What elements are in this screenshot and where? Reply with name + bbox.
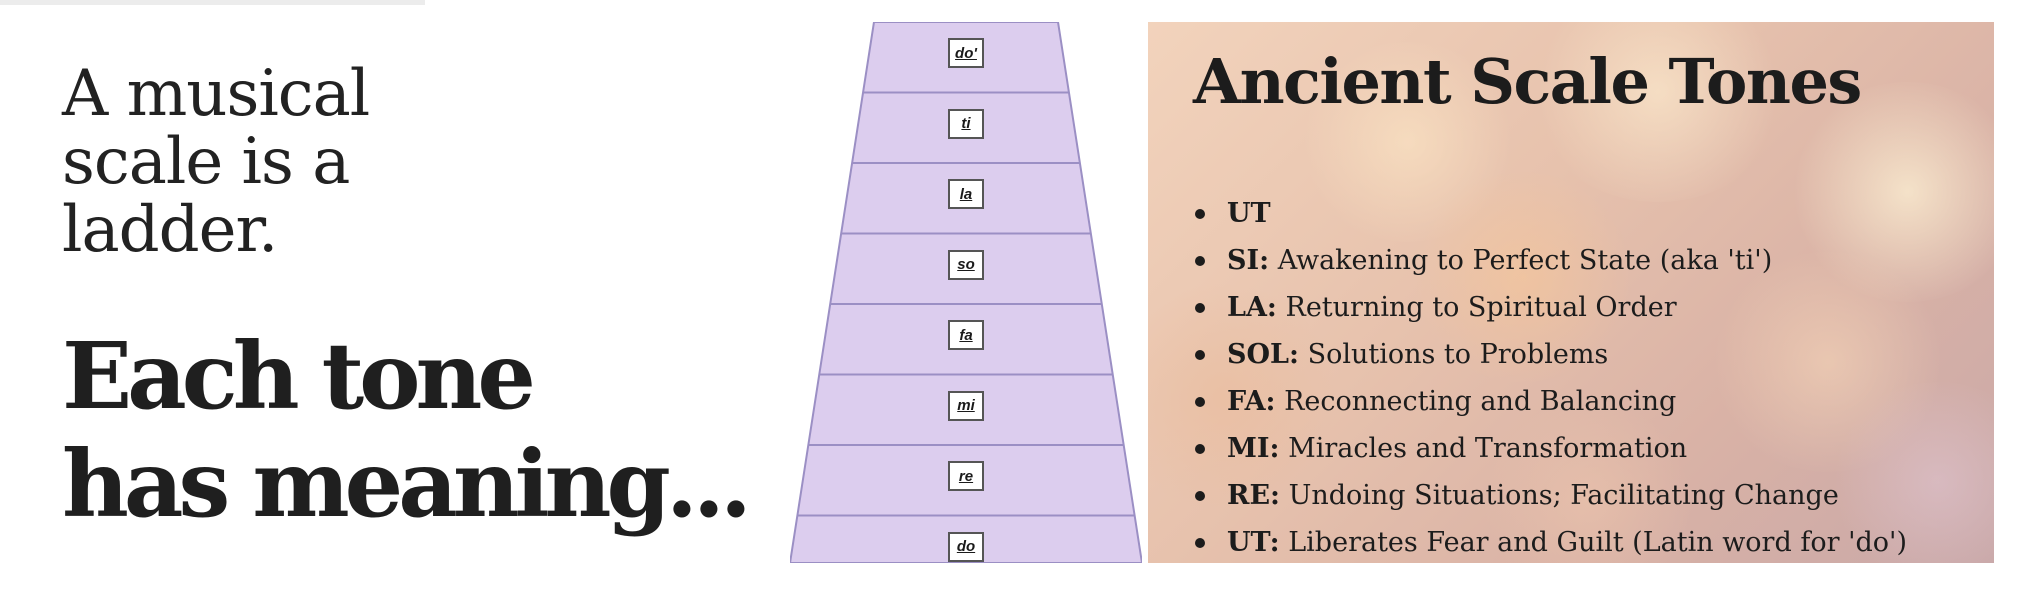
tone-list-item: FA: Reconnecting and Balancing <box>1193 378 1907 425</box>
tone-name: MI: <box>1227 433 1280 464</box>
tone-list-item: RE: Undoing Situations; Facilitating Cha… <box>1193 472 1907 519</box>
headline-line: has meaning... <box>62 430 752 538</box>
tone-list-item: LA: Returning to Spiritual Order <box>1193 284 1907 331</box>
ladder-note-label: mi <box>948 390 984 421</box>
bullet-icon <box>1195 303 1205 313</box>
headline: Each tone has meaning... <box>62 322 752 538</box>
bullet-icon <box>1195 444 1205 454</box>
tone-meaning: Solutions to Problems <box>1298 339 1609 370</box>
intro-line: scale is a <box>62 125 350 199</box>
intro-line: ladder. <box>62 193 278 267</box>
bullet-icon <box>1195 209 1205 219</box>
ladder-note-label: do <box>948 531 984 562</box>
tone-name: UT <box>1227 198 1271 229</box>
bullet-icon <box>1195 491 1205 501</box>
ladder-note-label: ti <box>948 108 984 139</box>
tone-list: UT SI: Awakening to Perfect State (aka 't… <box>1193 190 1907 563</box>
tone-list-item: SI: Awakening to Perfect State (aka 'ti'… <box>1193 237 1907 284</box>
ladder-note-label: do' <box>948 38 984 68</box>
intro-line: A musical <box>62 57 370 131</box>
tone-name: RE: <box>1227 480 1280 511</box>
tone-name: LA: <box>1227 292 1277 323</box>
scale-tones-panel: Ancient Scale Tones UT SI: Awakening to P… <box>1148 22 1994 563</box>
bullet-icon <box>1195 256 1205 266</box>
ladder-note-label: fa <box>948 320 984 350</box>
panel-title: Ancient Scale Tones <box>1193 45 1862 118</box>
scale-ladder: do' ti la so fa mi re do <box>790 22 1142 563</box>
tone-meaning: Miracles and Transformation <box>1279 433 1688 464</box>
bullet-icon <box>1195 350 1205 360</box>
tone-list-item: UT <box>1193 190 1907 237</box>
tone-meaning: Undoing Situations; Facilitating Change <box>1280 480 1839 511</box>
tone-name: SI: <box>1227 245 1270 276</box>
tone-meaning: Returning to Spiritual Order <box>1276 292 1677 323</box>
ladder-graphic <box>790 22 1142 563</box>
intro-text: A musical scale is a ladder. <box>62 57 370 267</box>
ladder-note-label: re <box>948 461 984 491</box>
tone-meaning: Reconnecting and Balancing <box>1275 386 1677 417</box>
tone-meaning: Liberates Fear and Guilt (Latin word for… <box>1279 527 1907 558</box>
ladder-note-label: la <box>948 179 984 209</box>
tone-name: SOL: <box>1227 339 1299 370</box>
tone-meaning: Awakening to Perfect State (aka 'ti') <box>1269 245 1773 276</box>
bullet-icon <box>1195 397 1205 407</box>
ladder-note-label: so <box>948 249 984 280</box>
headline-line: Each tone <box>62 322 536 430</box>
ladder-shape <box>790 22 1142 563</box>
tone-list-item: SOL: Solutions to Problems <box>1193 331 1907 378</box>
tone-list-item: MI: Miracles and Transformation <box>1193 425 1907 472</box>
top-tab-strip <box>0 0 425 5</box>
tone-name: FA: <box>1227 386 1276 417</box>
tone-name: UT: <box>1227 527 1280 558</box>
bullet-icon <box>1195 538 1205 548</box>
tone-list-item: UT: Liberates Fear and Guilt (Latin word… <box>1193 519 1907 563</box>
